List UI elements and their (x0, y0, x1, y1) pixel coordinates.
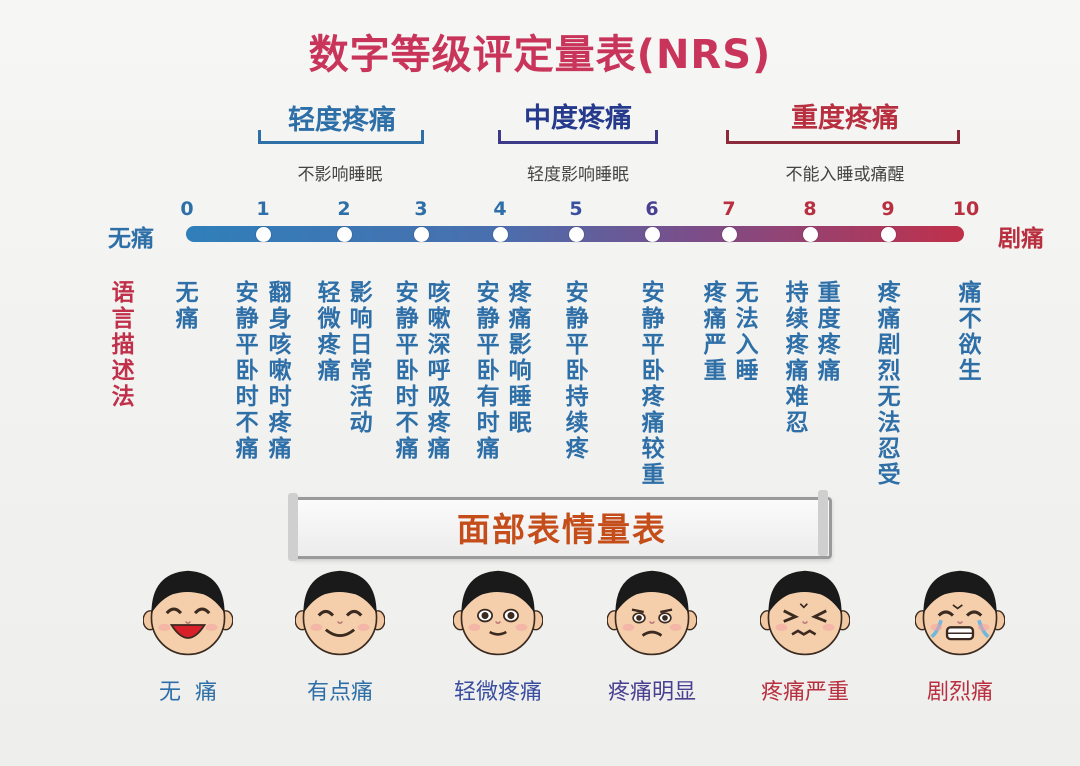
crying-face-icon (914, 566, 1006, 662)
verbal-desc-3a: 咳嗽深呼吸疼痛 (423, 280, 450, 462)
scale-tick-1: 1 (256, 198, 270, 220)
laughing-face-icon (142, 566, 234, 662)
verbal-desc-3b: 安静平卧时不痛 (391, 280, 418, 462)
verbal-desc-1a: 翻身咳嗽时疼痛 (264, 280, 291, 462)
grimacing-face-icon (759, 566, 851, 662)
scale-marker-9 (881, 227, 896, 242)
mild-pain-bracket (258, 130, 424, 144)
face-label-4: 疼痛严重 (760, 680, 849, 705)
verbal-desc-4b: 安静平卧有时痛 (472, 280, 499, 462)
verbal-desc-7a: 无法入睡 (731, 280, 758, 384)
mild-pain-heading: 轻度疼痛 (288, 105, 396, 136)
mild-pain-sub: 不影响睡眠 (297, 165, 383, 185)
scale-marker-4 (493, 227, 508, 242)
verbal-desc-9: 疼痛剧烈无法忍受 (873, 280, 900, 488)
scale-tick-7: 7 (722, 198, 736, 220)
neutral-face-icon (452, 566, 544, 662)
scale-marker-6 (645, 227, 660, 242)
smiling-face-icon (294, 566, 386, 662)
frowning-face-icon (606, 566, 698, 662)
moderate-pain-sub: 轻度影响睡眠 (527, 165, 629, 185)
scale-tick-4: 4 (493, 198, 507, 220)
banner-scroll-left (288, 493, 298, 561)
severe-pain-sub: 不能入睡或痛醒 (785, 165, 905, 185)
scale-tick-6: 6 (645, 198, 659, 220)
face-label-2: 轻微疼痛 (453, 680, 542, 705)
page-title: 数字等级评定量表(NRS) (308, 32, 772, 78)
verbal-desc-0: 无痛 (171, 280, 198, 332)
verbal-desc-2a: 影响日常活动 (345, 280, 372, 436)
scale-tick-8: 8 (803, 198, 817, 220)
scale-marker-1 (256, 227, 271, 242)
verbal-desc-4a: 疼痛影响睡眠 (504, 280, 531, 436)
banner-scroll-right (818, 490, 828, 556)
severe-pain-endpoint-label: 剧痛 (998, 226, 1044, 252)
scale-tick-0: 0 (180, 198, 194, 220)
verbal-desc-8a: 重度疼痛 (813, 280, 840, 384)
severe-pain-heading: 重度疼痛 (791, 103, 899, 134)
verbal-desc-6: 安静平卧疼痛较重 (637, 280, 664, 488)
face-scale-banner (292, 497, 832, 559)
scale-marker-8 (803, 227, 818, 242)
no-pain-endpoint-label: 无痛 (108, 226, 154, 252)
verbal-description-heading: 语言描述法 (107, 280, 134, 410)
moderate-pain-heading: 中度疼痛 (524, 103, 632, 134)
verbal-desc-8b: 持续疼痛难忍 (781, 280, 808, 436)
scale-tick-10: 10 (952, 198, 980, 220)
face-label-1: 有点痛 (306, 680, 373, 705)
face-label-5: 剧烈痛 (926, 680, 993, 705)
scale-marker-5 (569, 227, 584, 242)
face-scale-title: 面部表情量表 (457, 510, 667, 549)
scale-marker-3 (414, 227, 429, 242)
scale-tick-9: 9 (881, 198, 895, 220)
scale-tick-5: 5 (569, 198, 583, 220)
moderate-pain-bracket (498, 130, 658, 144)
scale-tick-2: 2 (337, 198, 351, 220)
face-label-0: 无 痛 (159, 680, 217, 705)
verbal-desc-1b: 安静平卧时不痛 (231, 280, 258, 462)
scale-tick-3: 3 (414, 198, 428, 220)
severe-pain-bracket (726, 130, 960, 144)
verbal-desc-5: 安静平卧持续疼 (561, 280, 588, 462)
scale-marker-2 (337, 227, 352, 242)
verbal-desc-7b: 疼痛严重 (699, 280, 726, 384)
verbal-desc-10: 痛不欲生 (954, 280, 981, 384)
scale-marker-7 (722, 227, 737, 242)
face-label-3: 疼痛明显 (607, 680, 696, 705)
verbal-desc-2b: 轻微疼痛 (313, 280, 340, 384)
